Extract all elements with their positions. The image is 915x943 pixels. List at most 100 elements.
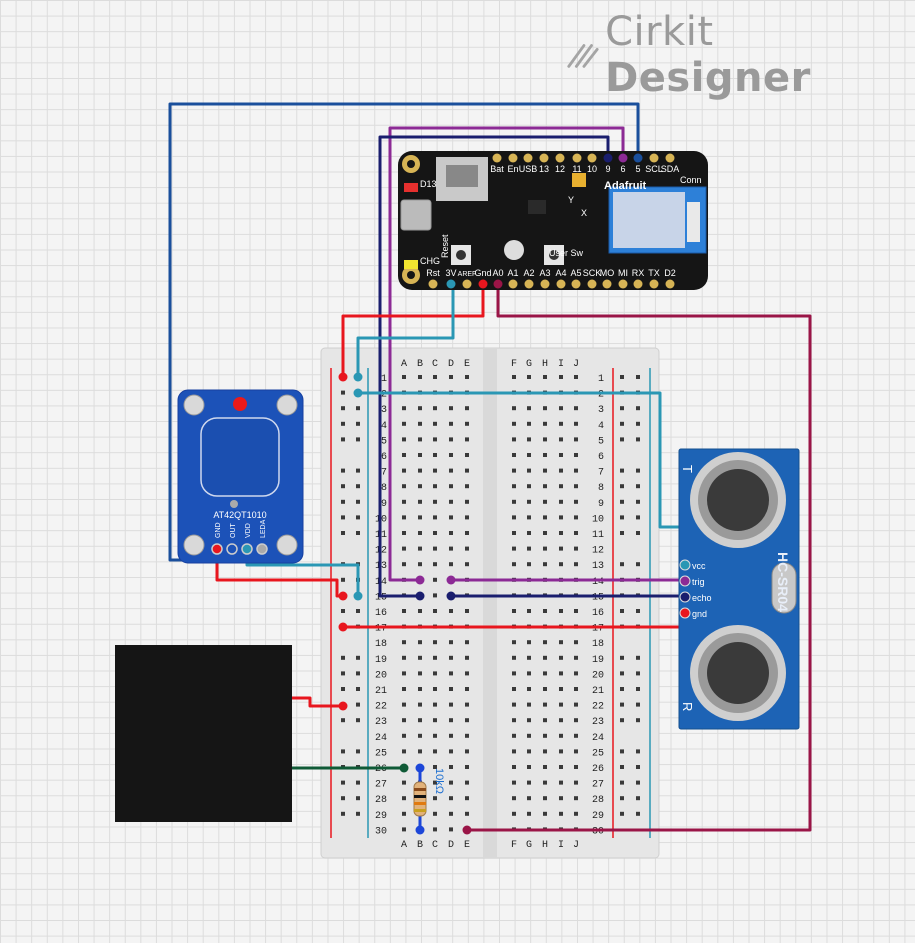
rail-hole[interactable] xyxy=(636,718,640,723)
bb-hole[interactable] xyxy=(418,468,422,473)
bb-hole[interactable] xyxy=(449,515,453,520)
feather-top-pin[interactable] xyxy=(618,153,628,163)
bb-hole[interactable] xyxy=(433,702,437,707)
wire-endpoint[interactable] xyxy=(338,372,348,382)
bb-hole[interactable] xyxy=(574,531,578,535)
wire-endpoint[interactable] xyxy=(353,372,363,382)
bb-hole[interactable] xyxy=(465,702,469,707)
rail-hole[interactable] xyxy=(636,468,640,473)
bb-hole[interactable] xyxy=(449,453,453,457)
bb-hole[interactable] xyxy=(543,796,547,801)
rail-hole[interactable] xyxy=(636,406,640,411)
rail-hole[interactable] xyxy=(636,437,640,442)
bb-hole[interactable] xyxy=(527,484,531,489)
bb-hole[interactable] xyxy=(543,640,547,645)
bb-hole[interactable] xyxy=(543,421,547,426)
feather-bottom-pin[interactable] xyxy=(493,279,503,289)
rail-hole[interactable] xyxy=(636,702,640,707)
bb-hole[interactable] xyxy=(418,749,422,754)
rail-hole[interactable] xyxy=(356,421,360,426)
rail-hole[interactable] xyxy=(620,749,624,754)
rail-hole[interactable] xyxy=(356,671,360,676)
rail-hole[interactable] xyxy=(356,468,360,473)
rail-hole[interactable] xyxy=(341,468,345,473)
bb-hole[interactable] xyxy=(449,499,453,504)
bb-hole[interactable] xyxy=(574,468,578,473)
bb-hole[interactable] xyxy=(449,406,453,411)
bb-hole[interactable] xyxy=(402,515,406,520)
rail-hole[interactable] xyxy=(341,655,345,660)
bb-hole[interactable] xyxy=(543,733,547,738)
bb-hole[interactable] xyxy=(574,640,578,645)
feather-bottom-pin[interactable] xyxy=(508,279,518,289)
bb-hole[interactable] xyxy=(449,671,453,676)
bb-hole[interactable] xyxy=(512,796,516,801)
bb-hole[interactable] xyxy=(574,796,578,801)
bb-hole[interactable] xyxy=(543,687,547,691)
rail-hole[interactable] xyxy=(341,671,345,676)
rail-hole[interactable] xyxy=(356,437,360,442)
bb-hole[interactable] xyxy=(433,609,437,613)
bb-hole[interactable] xyxy=(449,780,453,785)
bb-hole[interactable] xyxy=(402,562,406,567)
bb-hole[interactable] xyxy=(559,640,563,645)
rail-hole[interactable] xyxy=(620,609,624,613)
bb-hole[interactable] xyxy=(574,609,578,613)
sonar-pin-gnd[interactable] xyxy=(679,607,691,619)
rail-hole[interactable] xyxy=(636,811,640,816)
bb-hole[interactable] xyxy=(465,562,469,567)
rail-hole[interactable] xyxy=(341,531,345,535)
bb-hole[interactable] xyxy=(543,468,547,473)
bb-hole[interactable] xyxy=(512,437,516,442)
bb-hole[interactable] xyxy=(559,749,563,754)
rail-hole[interactable] xyxy=(620,671,624,676)
bb-hole[interactable] xyxy=(559,484,563,489)
bb-hole[interactable] xyxy=(465,499,469,504)
bb-hole[interactable] xyxy=(402,484,406,489)
rail-hole[interactable] xyxy=(341,718,345,723)
rail-hole[interactable] xyxy=(356,749,360,754)
bb-hole[interactable] xyxy=(574,421,578,426)
rail-hole[interactable] xyxy=(341,609,345,613)
bb-hole[interactable] xyxy=(449,765,453,769)
rail-hole[interactable] xyxy=(636,749,640,754)
bb-hole[interactable] xyxy=(512,811,516,816)
bb-hole[interactable] xyxy=(527,671,531,676)
bb-hole[interactable] xyxy=(433,406,437,411)
wire-endpoint[interactable] xyxy=(446,575,456,585)
rail-hole[interactable] xyxy=(356,515,360,520)
bb-hole[interactable] xyxy=(559,421,563,426)
bb-hole[interactable] xyxy=(512,671,516,676)
bb-hole[interactable] xyxy=(402,531,406,535)
bb-hole[interactable] xyxy=(402,468,406,473)
rail-hole[interactable] xyxy=(620,531,624,535)
bb-hole[interactable] xyxy=(465,733,469,738)
bb-hole[interactable] xyxy=(465,515,469,520)
bb-hole[interactable] xyxy=(559,375,563,379)
bb-hole[interactable] xyxy=(543,718,547,723)
bb-hole[interactable] xyxy=(527,437,531,442)
bb-hole[interactable] xyxy=(574,811,578,816)
bb-hole[interactable] xyxy=(543,406,547,411)
feather-bottom-pin[interactable] xyxy=(540,279,550,289)
bb-hole[interactable] xyxy=(433,796,437,801)
wire-endpoint[interactable] xyxy=(415,763,425,773)
bb-hole[interactable] xyxy=(449,437,453,442)
bb-hole[interactable] xyxy=(402,780,406,785)
bb-hole[interactable] xyxy=(433,749,437,754)
bb-hole[interactable] xyxy=(449,749,453,754)
bb-hole[interactable] xyxy=(418,375,422,379)
bb-hole[interactable] xyxy=(512,765,516,769)
rail-hole[interactable] xyxy=(620,515,624,520)
bb-hole[interactable] xyxy=(527,811,531,816)
rail-hole[interactable] xyxy=(636,375,640,379)
bb-hole[interactable] xyxy=(527,796,531,801)
bb-hole[interactable] xyxy=(543,765,547,769)
bb-hole[interactable] xyxy=(433,718,437,723)
bb-hole[interactable] xyxy=(512,562,516,567)
bb-hole[interactable] xyxy=(465,484,469,489)
rail-hole[interactable] xyxy=(356,796,360,801)
bb-hole[interactable] xyxy=(574,702,578,707)
wire-endpoint[interactable] xyxy=(338,591,348,601)
